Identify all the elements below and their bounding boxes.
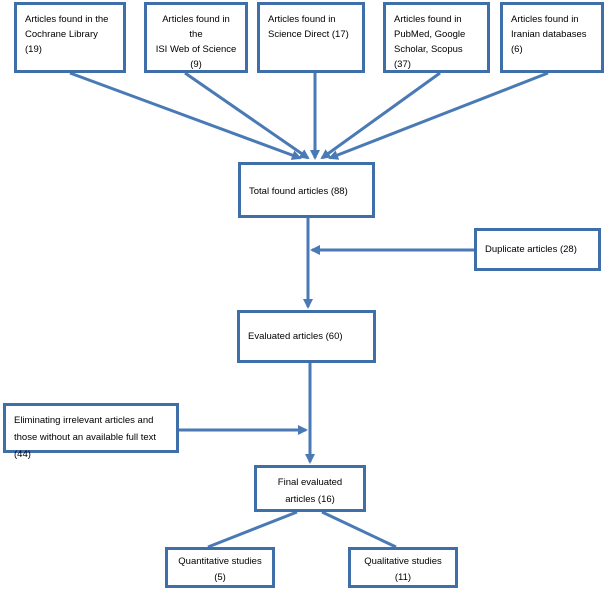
arrow-isi-to-total [184,71,310,160]
arrow-final-to-quantitative [207,510,298,549]
source-pubmed-line3: Scholar, Scopus (37) [394,44,463,70]
source-sciencedirect-line2: Science Direct (17) [268,29,349,40]
duplicate-label: Duplicate articles (28) [485,244,577,255]
arrow-cochrane-to-total [69,71,302,160]
source-cochrane-line1: Articles found in the [25,14,109,25]
final-line1: Final evaluated [277,477,343,488]
qualitative-line2: (11) [394,572,412,583]
source-sciencedirect-line1: Articles found in [268,14,336,25]
source-pubmed-line1: Articles found in [394,14,462,25]
source-isi-line3: (9) [190,59,202,70]
eliminating-line1: Eliminating irrelevant articles and [14,415,154,426]
source-cochrane-line2: Cochrane Library (19) [25,29,98,55]
quantitative-line1: Quantitative studies [178,556,262,567]
total-label: Total found articles (88) [249,186,348,197]
evaluated-box: Evaluated articles (60) [237,310,376,363]
arrow-pubmed-to-total [320,71,441,160]
evaluated-label: Evaluated articles (60) [248,331,343,342]
source-isi-line1: Articles found in the [162,14,230,40]
source-box-iranian: Articles found in Iranian databases (6) [500,2,604,73]
source-pubmed-line2: PubMed, Google [394,29,466,40]
final-box: Final evaluated articles (16) [254,465,366,512]
source-isi-line2: ISI Web of Science [155,44,237,55]
duplicate-box: Duplicate articles (28) [474,228,601,271]
source-box-isi: Articles found in the ISI Web of Science… [144,2,248,73]
source-iranian-line2: Iranian databases (6) [511,29,587,55]
source-box-pubmed: Articles found in PubMed, Google Scholar… [383,2,490,73]
final-line2: articles (16) [285,494,335,505]
quantitative-box: Quantitative studies (5) [165,547,275,588]
qualitative-line1: Qualitative studies [364,556,442,567]
qualitative-box: Qualitative studies (11) [348,547,458,588]
arrow-final-to-qualitative [321,510,397,549]
total-box: Total found articles (88) [238,162,375,218]
eliminating-box: Eliminating irrelevant articles and thos… [3,403,179,460]
arrow-iranian-to-total [328,71,549,160]
source-box-sciencedirect: Articles found in Science Direct (17) [257,2,365,73]
source-box-cochrane: Articles found in the Cochrane Library (… [14,2,126,73]
source-iranian-line1: Articles found in [511,14,579,25]
eliminating-line2: those without an available full text (44… [14,432,157,460]
quantitative-line2: (5) [214,572,226,583]
